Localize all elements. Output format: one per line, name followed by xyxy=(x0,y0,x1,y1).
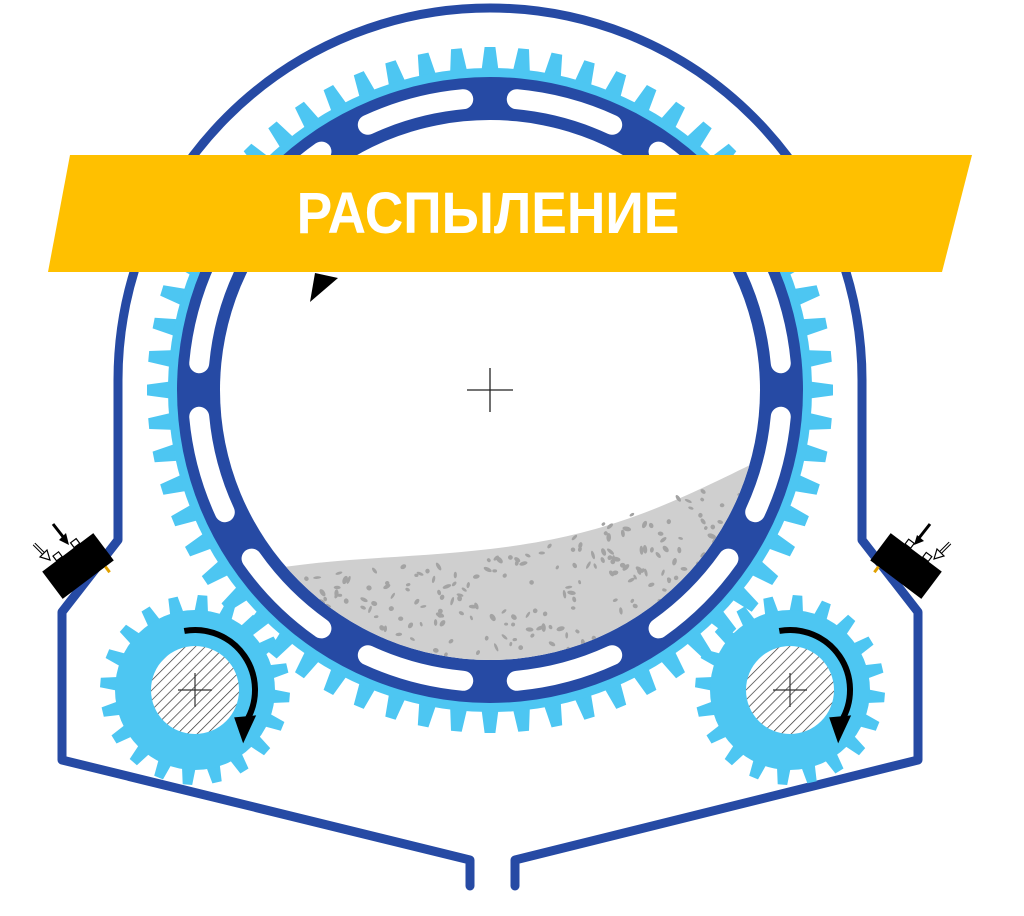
title-label: РАСПЫЛЕНИЕ xyxy=(296,181,680,246)
left-pinion-gear xyxy=(100,595,290,785)
title-banner xyxy=(48,155,972,272)
left-sensor-arrows-icon xyxy=(32,523,69,561)
left-sensor-icon xyxy=(42,533,114,599)
right-pinion-gear xyxy=(695,595,885,785)
clockwise-rotation-arrow-icon xyxy=(778,627,853,723)
spray-nozzle-icon xyxy=(310,273,338,302)
right-sensor-arrows-icon xyxy=(914,523,952,560)
clockwise-rotation-arrow-icon xyxy=(183,627,258,723)
drum-center-crosshair-icon xyxy=(467,368,513,412)
right-sensor-icon xyxy=(870,533,942,599)
